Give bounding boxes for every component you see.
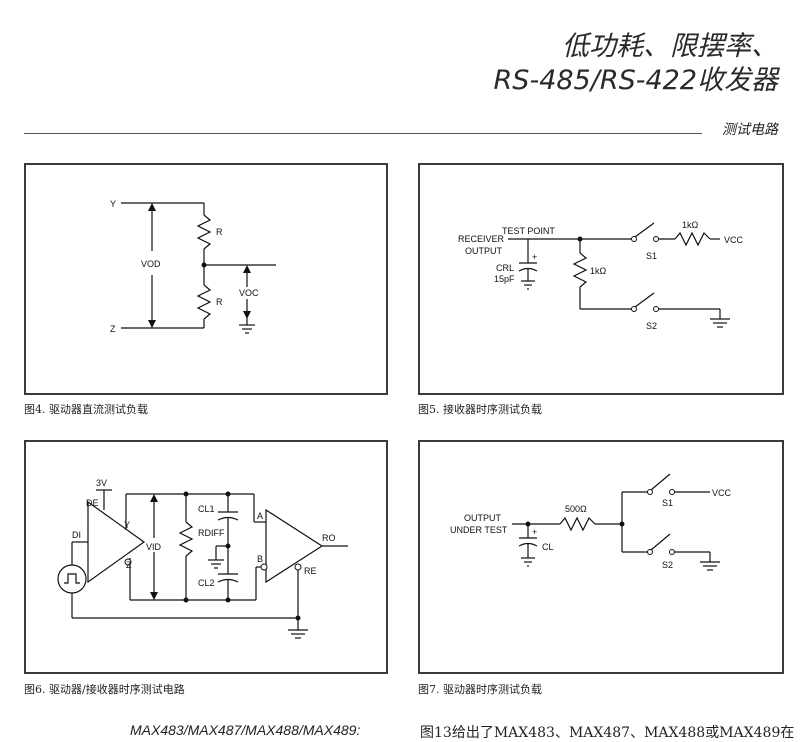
crl-label: CRL — [496, 263, 514, 273]
resistor-bottom-label: R — [216, 297, 223, 307]
node-y-label: Y — [110, 199, 116, 209]
section-heading: 测试电路 — [722, 122, 778, 138]
switch-s2-label: S2 — [646, 321, 657, 331]
receiver-label: RECEIVER — [458, 234, 505, 244]
resistor-top-label: R — [216, 227, 223, 237]
under-test-label: UNDER TEST — [450, 525, 508, 535]
rdiff-label: RDIFF — [198, 528, 225, 538]
ro-pin-label: RO — [322, 533, 336, 543]
figure-7-schematic: OUTPUT UNDER TEST 500Ω + CL S1 VCC S2 — [450, 473, 732, 571]
footer-body-text: 图13给出了MAX483、MAX487、MAX488或MAX489在 — [420, 725, 795, 741]
page-title-line2: RS-485/RS-422收发器 — [493, 65, 778, 96]
plus-label: + — [532, 252, 537, 262]
resistor-500-label: 500Ω — [565, 504, 587, 514]
figure-6-caption: 图6. 驱动器/接收器时序测试电路 — [24, 683, 185, 696]
vcc-label: VCC — [724, 235, 744, 245]
cl1-label: CL1 — [198, 504, 215, 514]
re-pin-label: RE — [304, 566, 317, 576]
page-title-line1: 低功耗、限摆率、 — [562, 31, 778, 62]
di-pin-label: DI — [72, 530, 81, 540]
footer-part-numbers: MAX483/MAX487/MAX488/MAX489: — [130, 722, 361, 738]
z-pin-label: Z — [126, 560, 132, 570]
figure-6-panel: 3V DE DI Y Z VID CL1 RDIFF CL2 A B RO RE — [24, 440, 388, 674]
figure-7-caption: 图7. 驱动器时序测试负载 — [418, 683, 542, 696]
figure-4-schematic: Y Z VOD R R VOC — [110, 199, 276, 334]
voc-label: VOC — [239, 288, 259, 298]
vid-label: VID — [146, 542, 162, 552]
b-pin-label: B — [257, 554, 263, 564]
header-rule — [24, 133, 702, 134]
switch-s1-label: S1 — [646, 251, 657, 261]
switch-s2-label: S2 — [662, 560, 673, 570]
figure-4-caption: 图4. 驱动器直流测试负载 — [24, 403, 148, 416]
y-pin-label: Y — [124, 520, 130, 530]
figure-5-panel: RECEIVER OUTPUT TEST POINT + CRL 15pF 1k… — [418, 163, 784, 395]
figure-4-panel: Y Z VOD R R VOC — [24, 163, 388, 395]
test-point-label: TEST POINT — [502, 226, 555, 236]
supply-3v-label: 3V — [96, 478, 107, 488]
cl2-label: CL2 — [198, 578, 215, 588]
switch-s1-label: S1 — [662, 498, 673, 508]
figure-7-panel: OUTPUT UNDER TEST 500Ω + CL S1 VCC S2 — [418, 440, 784, 674]
cap-value-label: 15pF — [494, 274, 515, 284]
a-pin-label: A — [257, 511, 263, 521]
resistor-s1-label: 1kΩ — [682, 220, 699, 230]
cl-label: CL — [542, 542, 554, 552]
figure-6-schematic: 3V DE DI Y Z VID CL1 RDIFF CL2 A B RO RE — [57, 478, 348, 639]
output-label: OUTPUT — [464, 513, 502, 523]
node-z-label: Z — [110, 324, 116, 334]
resistor-1k-label: 1kΩ — [590, 266, 607, 276]
figure-5-schematic: RECEIVER OUTPUT TEST POINT + CRL 15pF 1k… — [458, 220, 744, 331]
receiver-output-label: OUTPUT — [465, 246, 503, 256]
figure-5-caption: 图5. 接收器时序测试负载 — [418, 403, 542, 416]
vcc-label: VCC — [712, 488, 732, 498]
de-pin-label: DE — [86, 498, 99, 508]
plus-label: + — [532, 527, 537, 537]
vod-label: VOD — [141, 259, 161, 269]
